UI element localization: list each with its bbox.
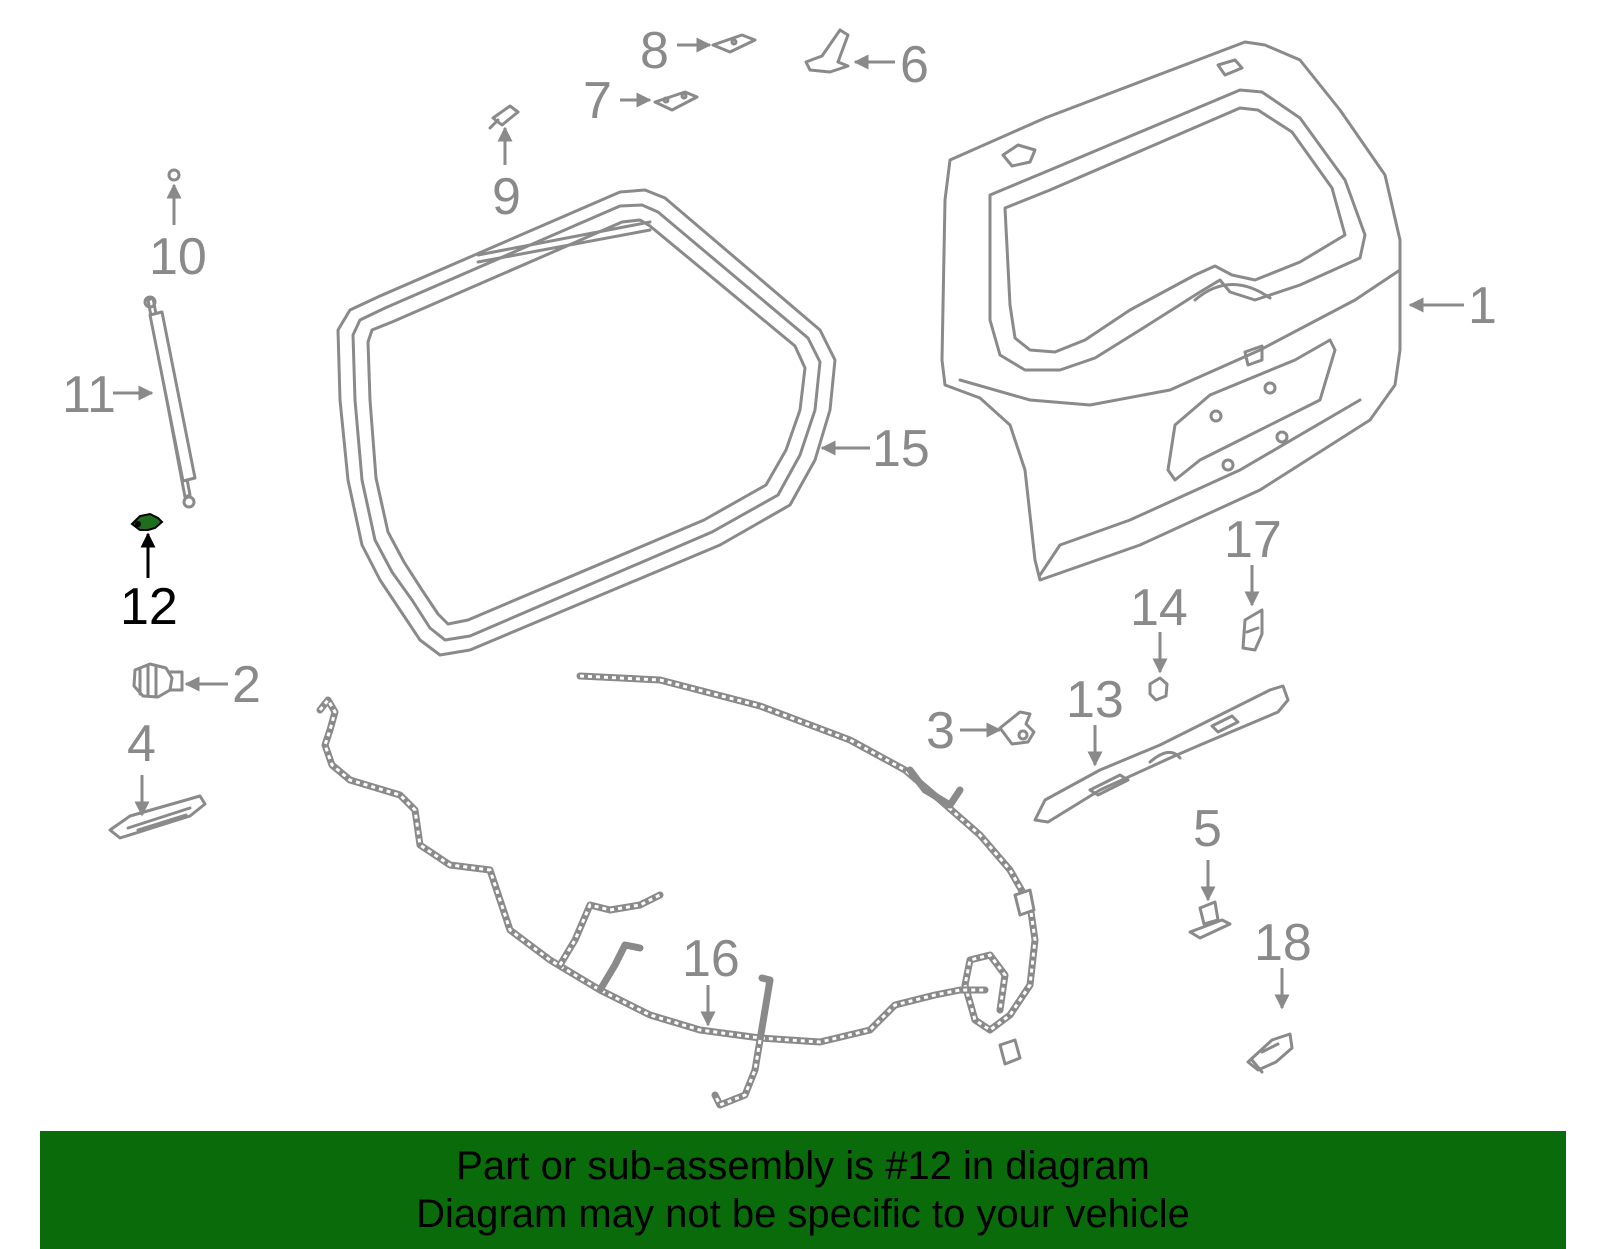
callout-1: 1 [1468,277,1497,335]
callout-17: 17 [1224,511,1282,569]
callout-16: 16 [682,930,740,988]
glass-weatherstrip-part-15[interactable] [336,188,837,657]
lock-cover-part-4[interactable] [108,794,207,840]
clip-part-5[interactable] [1188,900,1232,940]
banner-line-1: Part or sub-assembly is #12 in diagram [456,1144,1150,1188]
info-banner: Part or sub-assembly is #12 in diagram D… [40,1131,1566,1249]
callout-labels: 1 2 3 4 5 6 7 8 9 10 11 12 13 14 15 16 1… [62,22,1497,988]
callout-12: 12 [120,578,178,636]
callout-10: 10 [149,228,207,286]
callout-6: 6 [900,36,929,94]
latch-part-3[interactable] [998,710,1036,746]
callout-14: 14 [1130,579,1188,637]
callout-11: 11 [62,366,116,424]
hinge-plate-part-8[interactable] [711,33,757,54]
banner-line-2: Diagram may not be specific to your vehi… [416,1192,1190,1236]
callout-7: 7 [583,72,612,130]
liftgate-panel-part-1[interactable] [940,40,1402,582]
callout-4: 4 [127,715,156,773]
grommet-part-14[interactable] [1148,676,1169,702]
leader-lines [113,37,1464,1027]
hinge-part-6[interactable] [804,28,850,74]
bolt-part-9[interactable] [488,104,520,130]
callout-13: 13 [1066,671,1124,729]
garnish-part-13[interactable] [1033,684,1290,824]
callout-18: 18 [1254,914,1312,972]
clip-part-18[interactable] [1246,1032,1294,1074]
hinge-plate-part-7[interactable] [653,90,699,112]
support-strut-part-11[interactable] [143,295,197,509]
callout-9: 9 [492,168,521,226]
callout-2: 2 [232,656,261,714]
pin-part-10[interactable] [167,168,181,182]
callout-15: 15 [872,420,930,478]
callout-8: 8 [640,22,669,80]
callout-5: 5 [1193,800,1222,858]
bracket-part-17[interactable] [1241,608,1264,652]
bumper-stop-part-2[interactable] [132,662,184,699]
wire-harness-part-16[interactable] [316,672,1039,1109]
clip-part-12[interactable] [130,512,164,531]
callout-3: 3 [926,702,955,760]
